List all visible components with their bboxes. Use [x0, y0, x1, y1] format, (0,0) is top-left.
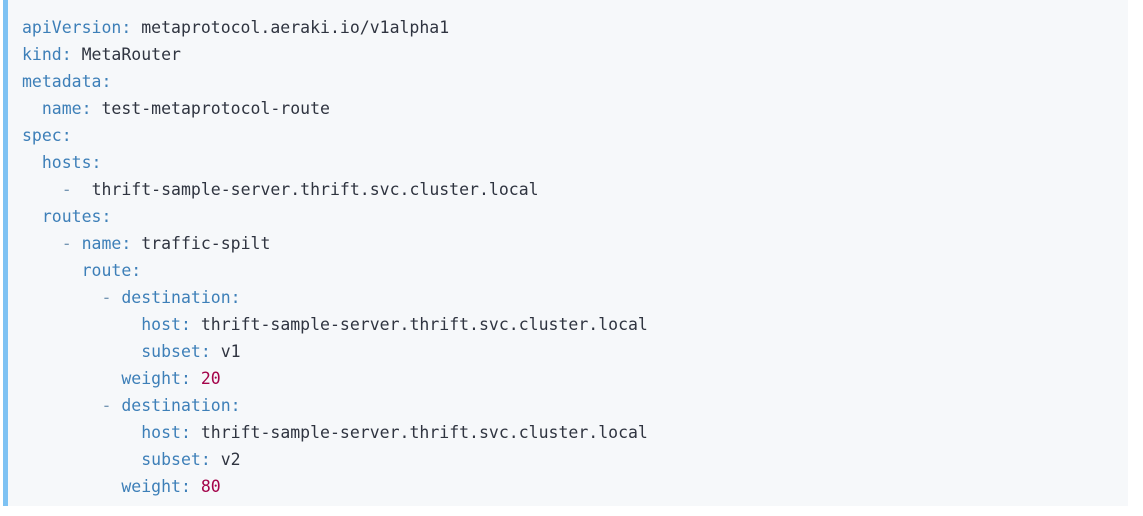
line-indent: [22, 99, 42, 118]
yaml-space: [82, 180, 92, 199]
line-indent: [22, 234, 62, 253]
yaml-space: [131, 18, 141, 37]
yaml-list-dash: -: [61, 180, 82, 199]
yaml-colon: :: [230, 396, 241, 415]
yaml-value: thrift-sample-server.thrift.svc.cluster.…: [91, 180, 539, 199]
code-line: spec:: [22, 122, 1128, 149]
yaml-list-dash: -: [101, 288, 122, 307]
yaml-key: destination: [121, 288, 231, 307]
yaml-colon: :: [180, 477, 191, 496]
line-indent: [22, 261, 82, 280]
yaml-key: route: [81, 261, 132, 280]
yaml-value: thrift-sample-server.thrift.svc.cluster.…: [200, 315, 648, 334]
code-line: kind: MetaRouter: [22, 41, 1128, 68]
yaml-colon: :: [81, 99, 92, 118]
line-indent: [22, 153, 42, 172]
yaml-key: subset: [141, 342, 201, 361]
yaml-colon: :: [91, 153, 102, 172]
yaml-value: metaprotocol.aeraki.io/v1alpha1: [141, 18, 450, 37]
yaml-key: apiVersion: [22, 18, 122, 37]
yaml-colon: :: [61, 45, 72, 64]
yaml-value: thrift-sample-server.thrift.svc.cluster.…: [200, 423, 648, 442]
line-indent: [22, 342, 141, 361]
yaml-colon: :: [101, 72, 112, 91]
yaml-space: [92, 99, 102, 118]
yaml-key: weight: [121, 477, 181, 496]
code-line: - thrift-sample-server.thrift.svc.cluste…: [22, 176, 1128, 203]
yaml-key: weight: [121, 369, 181, 388]
yaml-space: [211, 342, 221, 361]
yaml-colon: :: [121, 18, 132, 37]
yaml-value: v2: [220, 450, 241, 469]
line-indent: [22, 207, 42, 226]
code-line: subset: v2: [22, 446, 1128, 473]
line-indent: [22, 288, 101, 307]
yaml-list-dash: -: [101, 396, 122, 415]
yaml-colon: :: [200, 342, 211, 361]
yaml-colon: :: [131, 261, 142, 280]
yaml-key: destination: [121, 396, 231, 415]
code-lines-container[interactable]: apiVersion: metaprotocol.aeraki.io/v1alp…: [8, 0, 1128, 500]
yaml-code-block: apiVersion: metaprotocol.aeraki.io/v1alp…: [3, 0, 1128, 506]
code-line: routes:: [22, 203, 1128, 230]
code-line: - destination:: [22, 392, 1128, 419]
code-line: weight: 80: [22, 473, 1128, 500]
yaml-number-value: 80: [200, 477, 221, 496]
yaml-value: v1: [220, 342, 241, 361]
line-indent: [22, 315, 141, 334]
yaml-key: name: [81, 234, 122, 253]
yaml-number-value: 20: [200, 369, 221, 388]
yaml-space: [191, 315, 201, 334]
yaml-space: [211, 450, 221, 469]
code-line: - destination:: [22, 284, 1128, 311]
code-line: - name: traffic-spilt: [22, 230, 1128, 257]
code-line: name: test-metaprotocol-route: [22, 95, 1128, 122]
yaml-key: spec: [22, 126, 62, 145]
line-indent: [22, 477, 121, 496]
yaml-colon: :: [61, 126, 72, 145]
code-line: host: thrift-sample-server.thrift.svc.cl…: [22, 311, 1128, 338]
code-line: route:: [22, 257, 1128, 284]
yaml-value: test-metaprotocol-route: [101, 99, 330, 118]
yaml-colon: :: [121, 234, 132, 253]
code-line: apiVersion: metaprotocol.aeraki.io/v1alp…: [22, 14, 1128, 41]
yaml-space: [191, 423, 201, 442]
line-indent: [22, 450, 141, 469]
yaml-colon: :: [230, 288, 241, 307]
yaml-value: MetaRouter: [81, 45, 181, 64]
yaml-colon: :: [180, 369, 191, 388]
yaml-space: [191, 477, 201, 496]
line-indent: [22, 423, 141, 442]
yaml-key: name: [41, 99, 82, 118]
yaml-colon: :: [200, 450, 211, 469]
code-line: hosts:: [22, 149, 1128, 176]
yaml-value: traffic-spilt: [141, 234, 271, 253]
yaml-key: host: [141, 423, 181, 442]
line-indent: [22, 396, 101, 415]
line-indent: [22, 180, 62, 199]
yaml-key: subset: [141, 450, 201, 469]
yaml-list-dash: -: [61, 234, 82, 253]
yaml-colon: :: [180, 423, 191, 442]
yaml-space: [191, 369, 201, 388]
code-line: weight: 20: [22, 365, 1128, 392]
yaml-colon: :: [101, 207, 112, 226]
code-line: host: thrift-sample-server.thrift.svc.cl…: [22, 419, 1128, 446]
yaml-colon: :: [180, 315, 191, 334]
yaml-key: metadata: [22, 72, 102, 91]
yaml-key: host: [141, 315, 181, 334]
code-line: metadata:: [22, 68, 1128, 95]
code-line: subset: v1: [22, 338, 1128, 365]
yaml-space: [131, 234, 141, 253]
yaml-key: kind: [22, 45, 62, 64]
yaml-key: routes: [41, 207, 102, 226]
line-indent: [22, 369, 121, 388]
yaml-key: hosts: [41, 153, 92, 172]
yaml-space: [72, 45, 82, 64]
